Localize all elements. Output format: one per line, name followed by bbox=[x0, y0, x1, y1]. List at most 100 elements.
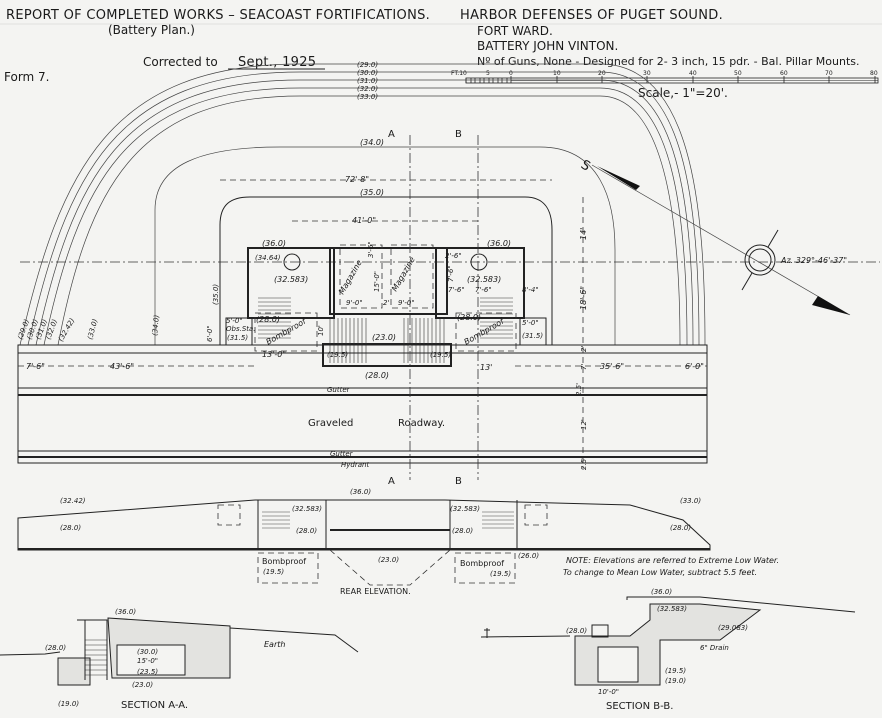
dimension-label: 41'-0" bbox=[352, 216, 376, 225]
section-b-marker: B bbox=[455, 476, 462, 487]
dimension-label: 9'-0" bbox=[346, 299, 363, 307]
note-line-1: NOTE: Elevations are referred to Extreme… bbox=[566, 556, 779, 565]
elevation-label: (23.0) bbox=[378, 556, 399, 564]
earth-label: Earth bbox=[264, 640, 285, 649]
rear-elevation: (36.0) (32.583) (32.583) (28.0) (28.0) (… bbox=[17, 488, 711, 596]
dimension-label: 2.5' bbox=[575, 383, 583, 396]
scale-tick-label: 10 bbox=[553, 70, 561, 77]
dimension-label: 7'-6" bbox=[475, 286, 492, 294]
dimension-label: 15'-0" bbox=[137, 657, 158, 665]
guns-info: Nº of Guns, None - Designed for 2- 3 inc… bbox=[477, 55, 860, 68]
elevation-label: (30.0) bbox=[137, 648, 158, 656]
right-gun-pillar bbox=[470, 253, 488, 271]
stair-well bbox=[322, 343, 452, 367]
scale-tick-label: 5 bbox=[486, 70, 490, 77]
elevation-label: (28.0) bbox=[296, 527, 317, 535]
dimension-label: 2'-6" bbox=[445, 252, 462, 260]
roadway-label: Roadway. bbox=[398, 418, 445, 429]
elevation-label: (32.583) bbox=[292, 505, 322, 513]
obs-station-label: Obs.Sta. bbox=[226, 325, 256, 333]
elevation-label: (23.0) bbox=[372, 333, 396, 342]
corrected-date: Sept., 1925 bbox=[238, 55, 316, 70]
elevation-label: (19.5) bbox=[490, 570, 511, 578]
contour-label: (31.0) bbox=[357, 77, 378, 85]
fort-name: FORT WARD. bbox=[477, 24, 553, 38]
elevation-label: (31.5) bbox=[522, 332, 543, 340]
roadway bbox=[17, 344, 708, 464]
elevation-label: (19.5) bbox=[263, 568, 284, 576]
elevation-label: (33.0) bbox=[680, 497, 701, 505]
dimension-label: 7'-6" bbox=[447, 265, 455, 282]
dimension-label: 5'-0" bbox=[226, 317, 243, 325]
azimuth-line bbox=[591, 164, 851, 316]
section-a-marker: A bbox=[388, 129, 395, 140]
dimension-label: 7'-6" bbox=[448, 286, 465, 294]
elevation-label: (28.0) bbox=[60, 524, 81, 532]
magazine-block bbox=[329, 247, 448, 315]
dimension-label: 7' bbox=[580, 364, 588, 370]
elevation-label: (32.583) bbox=[657, 605, 687, 613]
dimension-label: 7'-6" bbox=[26, 362, 45, 371]
contour-label: (34.0) bbox=[151, 314, 161, 336]
elevation-label: (23.5) bbox=[137, 668, 158, 676]
scale-bar: FT.10 5 0 10 20 30 40 50 60 70 80 Scale,… bbox=[451, 70, 879, 100]
contour-label: (29.0) bbox=[357, 61, 378, 69]
elevation-label: (36.0) bbox=[651, 588, 672, 596]
scale-tick-label: 0 bbox=[509, 70, 513, 77]
drain-label: 6" Drain bbox=[700, 644, 729, 652]
left-bombproof bbox=[254, 312, 318, 352]
bombproof-label: Bombproof bbox=[460, 559, 504, 568]
dimension-label: 8'-4" bbox=[522, 286, 539, 294]
dimension-label: 5'-0" bbox=[522, 319, 539, 327]
dimension-label: 6'-0" bbox=[685, 362, 704, 371]
scale-tick-label: FT.10 bbox=[451, 70, 467, 77]
elevation-label: (19.5) bbox=[665, 667, 686, 675]
elevation-label: (26.0) bbox=[518, 552, 539, 560]
elevation-label: (32.42) bbox=[60, 497, 86, 505]
elevation-label: (35.0) bbox=[212, 284, 220, 305]
rear-elevation-title: REAR ELEVATION. bbox=[340, 587, 411, 596]
scale-tick-label: 70 bbox=[825, 70, 833, 77]
elevation-label: (32.583) bbox=[450, 505, 480, 513]
battery-plan: (34.0) (35.0) (35.0) 72'-8" 41'-0" (36.0… bbox=[17, 129, 880, 487]
dimension-label: 18'-6" bbox=[579, 286, 588, 310]
report-title: REPORT OF COMPLETED WORKS – SEACOAST FOR… bbox=[6, 8, 430, 23]
section-b-b-title: SECTION B-B. bbox=[606, 701, 673, 712]
section-a-a-title: SECTION A-A. bbox=[121, 700, 188, 711]
dimension-label: 13' bbox=[480, 363, 492, 372]
scale-tick-label: 40 bbox=[689, 70, 697, 77]
elevation-label: (35.0) bbox=[360, 188, 384, 197]
contour-label: (30.0) bbox=[357, 69, 378, 77]
elevation-label: (19.0) bbox=[665, 677, 686, 685]
north-arrow-icon bbox=[812, 296, 850, 315]
section-a-a: (36.0) (30.0) 15'-0" (23.5) (23.0) (28.0… bbox=[0, 608, 359, 711]
bombproof-label: Bombproof bbox=[262, 557, 306, 566]
scale-tick-label: 80 bbox=[870, 70, 878, 77]
roadway-label: Graveled bbox=[308, 418, 353, 429]
dimension-label: 15'-0" bbox=[373, 271, 381, 292]
elevation-label: (19.5) bbox=[327, 351, 348, 359]
elevation-label: (28.0) bbox=[457, 313, 481, 322]
dimension-label: 12' bbox=[580, 419, 588, 430]
dimension-label: 10'-0" bbox=[598, 688, 619, 696]
dimension-label: 35'-6" bbox=[600, 362, 624, 371]
azimuth-label: Az. 329°-46'-37" bbox=[780, 256, 847, 265]
elevation-label: (32.583) bbox=[467, 275, 501, 284]
dimension-label: 72'-8" bbox=[345, 175, 369, 184]
elevation-label: (23.0) bbox=[132, 681, 153, 689]
elevation-label: (36.0) bbox=[350, 488, 371, 496]
elevation-label: (32.583) bbox=[274, 275, 308, 284]
gutter-label: Gutter bbox=[330, 450, 354, 458]
elevation-label: (36.0) bbox=[262, 239, 286, 248]
dimension-label: 2' bbox=[580, 346, 588, 352]
gutter-label: Gutter bbox=[327, 386, 351, 394]
dimension-label: 14' bbox=[579, 228, 588, 240]
dimension-label: 43'-6" bbox=[110, 362, 134, 371]
elevation-label: (34.64) bbox=[255, 254, 281, 262]
elevation-label: (19.5) bbox=[430, 351, 451, 359]
right-bombproof bbox=[455, 312, 517, 352]
magazine-left bbox=[339, 244, 383, 309]
magazine-right bbox=[390, 244, 434, 309]
report-subtitle: (Battery Plan.) bbox=[108, 23, 195, 37]
